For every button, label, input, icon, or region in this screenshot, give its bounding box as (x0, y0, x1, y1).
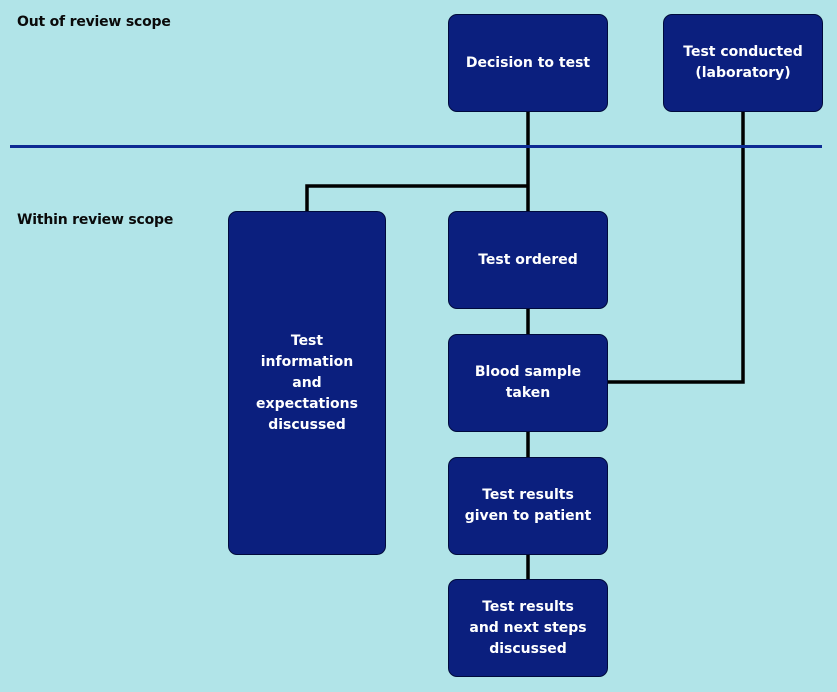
decision-to-test-node: Decision to test (448, 14, 608, 112)
decision-to-test-label: Decision to test (465, 54, 591, 71)
blood-sample-taken-label: Blood sample taken (474, 364, 582, 401)
within-review-scope-label: Within review scope (17, 212, 174, 228)
test-ordered-node: Test ordered (448, 211, 608, 309)
test-results-next-steps-node: Test results and next steps discussed (448, 579, 608, 677)
connector-to-info (305, 184, 528, 211)
blood-sample-taken-node: Blood sample taken (448, 334, 608, 432)
test-results-given-node: Test results given to patient (448, 457, 608, 555)
test-conducted-label: Test conducted (laboratory) (683, 44, 803, 81)
connector-blood-to-conducted (608, 112, 745, 384)
test-conducted-node: Test conducted (laboratory) (663, 14, 823, 112)
out-of-review-scope-label: Out of review scope (17, 14, 171, 30)
scope-divider-line (10, 145, 822, 148)
test-results-next-steps-label: Test results and next steps discussed (469, 598, 587, 657)
test-information-label: Test information and expectations discus… (256, 332, 358, 433)
test-results-given-label: Test results given to patient (464, 487, 592, 524)
test-ordered-label: Test ordered (478, 251, 578, 268)
test-information-node: Test information and expectations discus… (228, 211, 386, 555)
